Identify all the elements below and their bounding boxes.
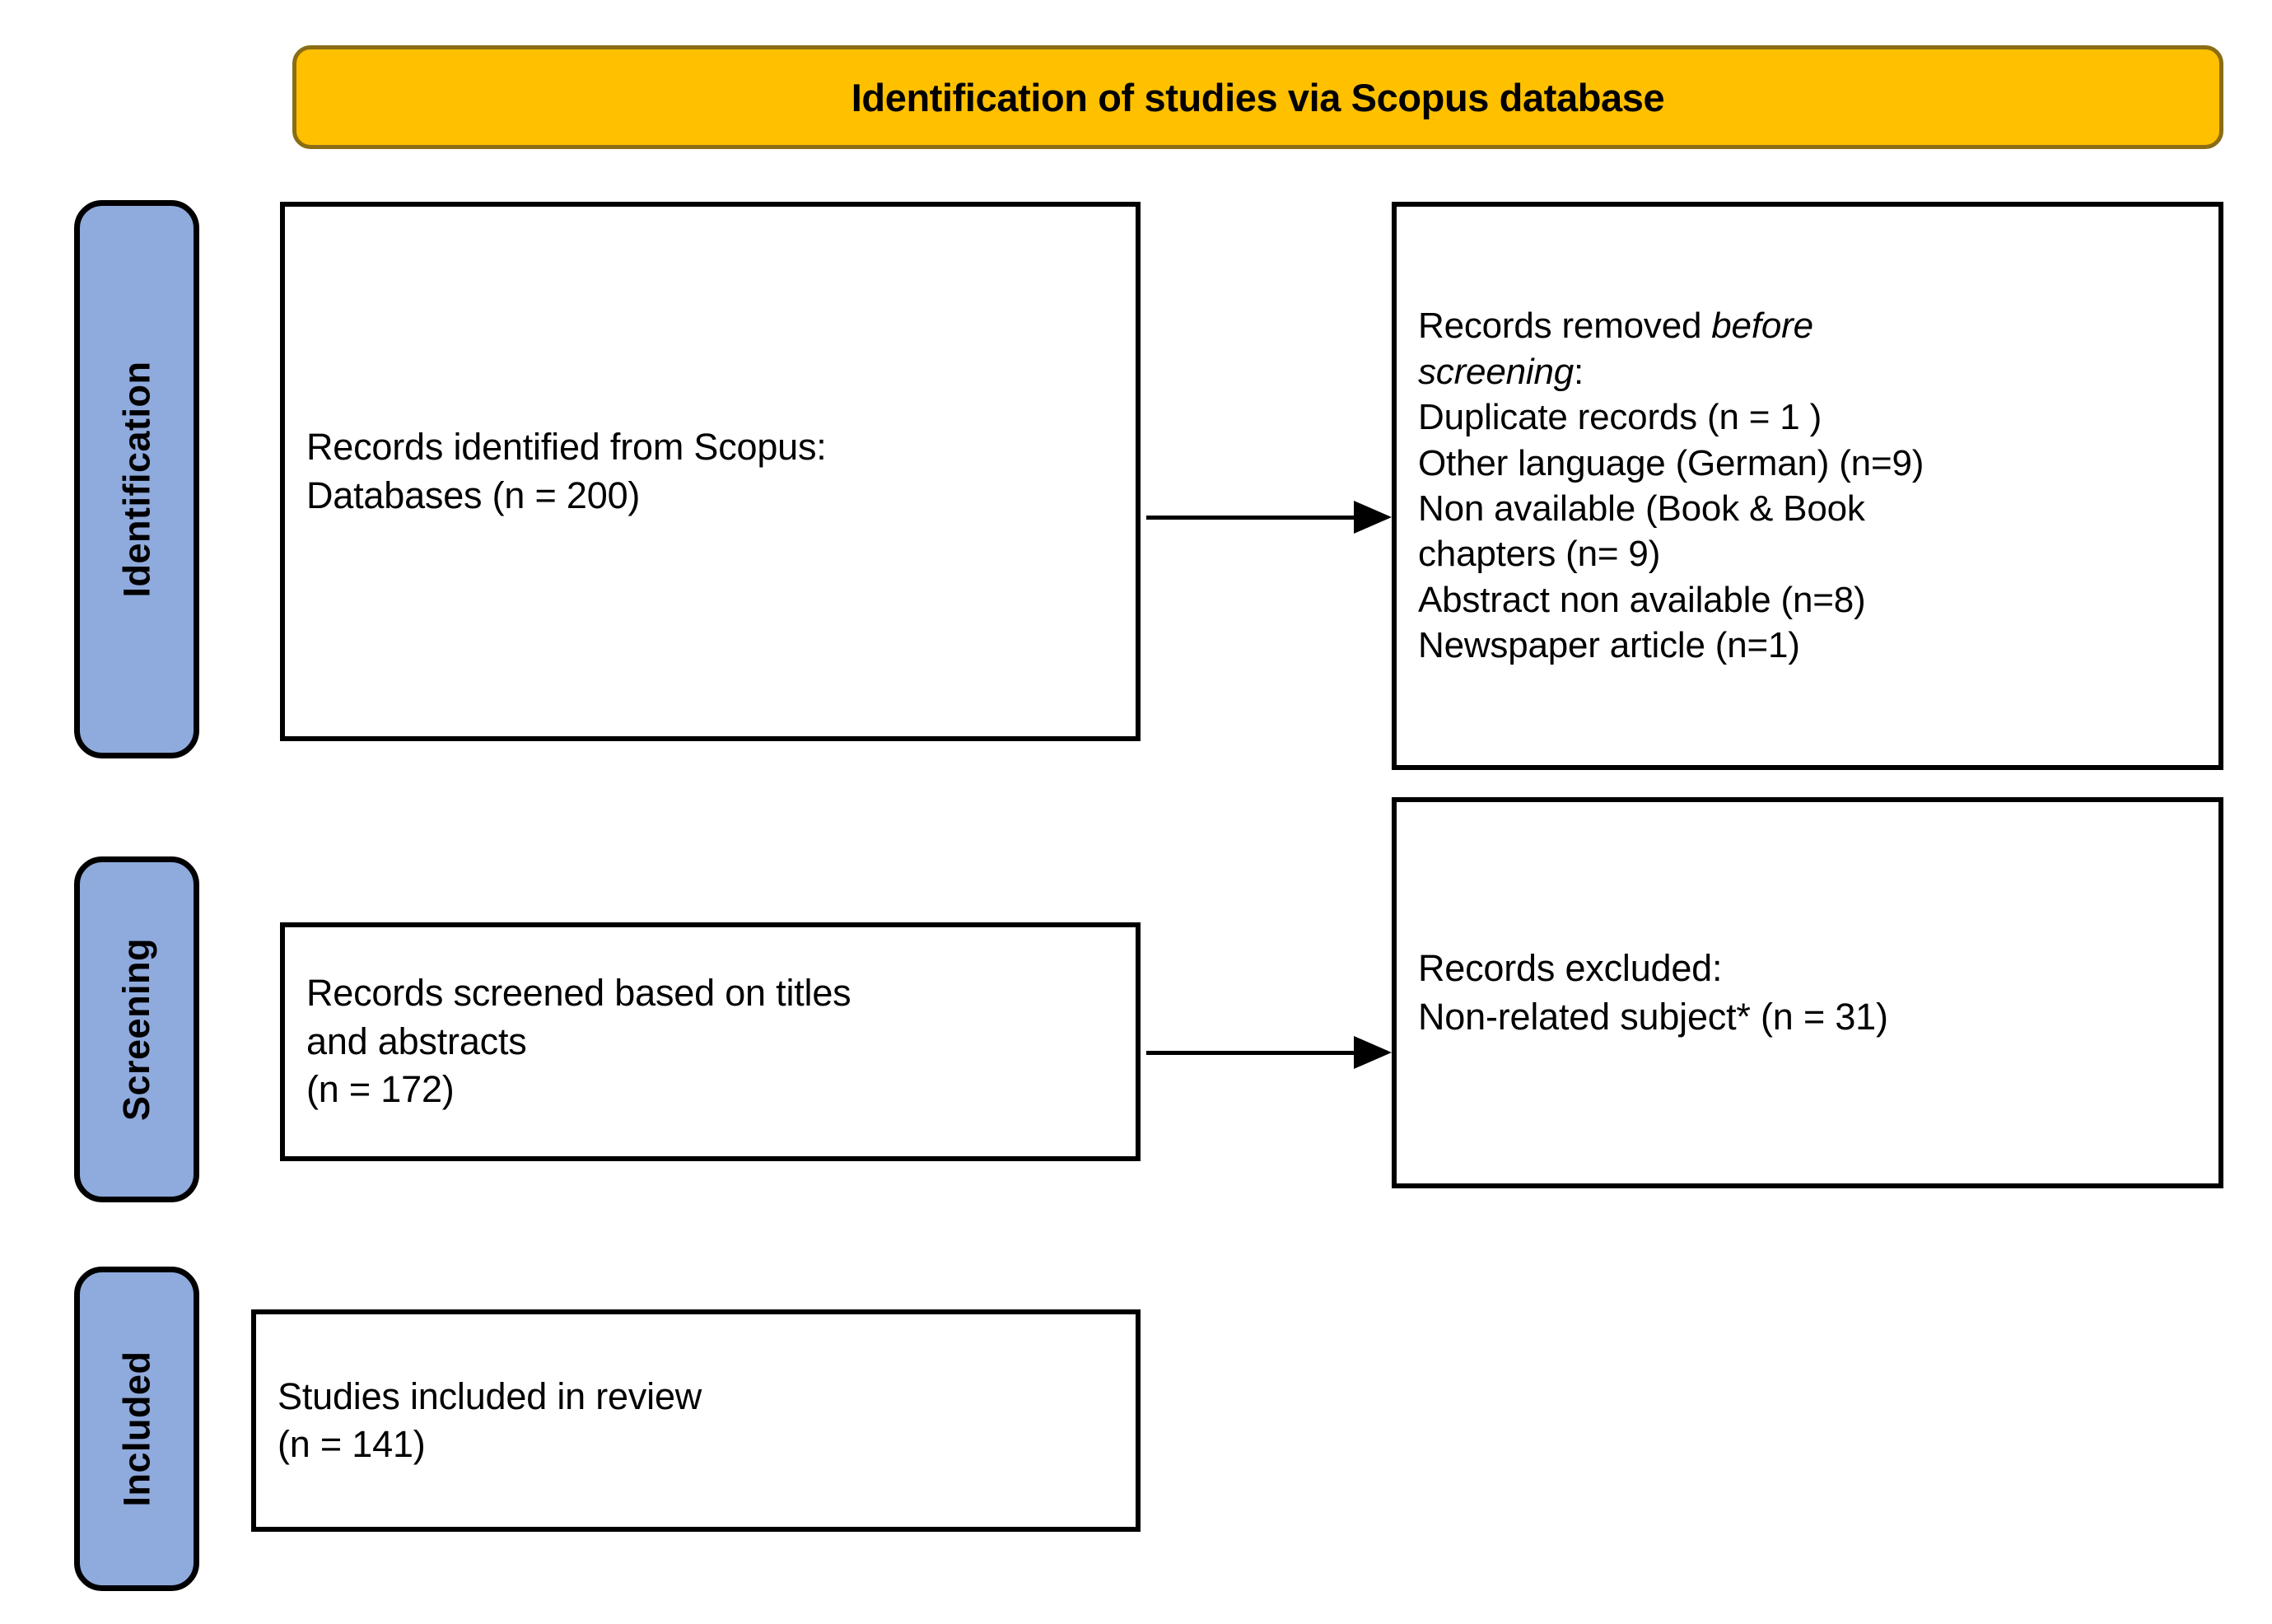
stage-label-screening: Screening: [74, 856, 199, 1202]
box-records-screened: Records screened based on titles and abs…: [280, 922, 1141, 1161]
records-screened-line-1: Records screened based on titles: [306, 972, 851, 1015]
records-removed-heading-line-2: screening:: [1418, 349, 2197, 394]
box-records-excluded-content: Records excluded: Non-related subject* (…: [1397, 945, 2218, 1041]
box-records-removed-content: Records removed before screening: Duplic…: [1397, 303, 2218, 669]
arrow-head-icon: [1354, 1036, 1392, 1069]
stage-label-included: Included: [74, 1267, 199, 1591]
arrow-right-screening: [1146, 1036, 1393, 1069]
records-removed-line-3: Non available (Book & Book: [1418, 488, 1865, 529]
studies-included-line-2: (n = 141): [278, 1423, 426, 1465]
records-screened-line-3: (n = 172): [306, 1068, 455, 1111]
box-records-excluded: Records excluded: Non-related subject* (…: [1392, 797, 2223, 1188]
records-identified-line-2: Databases (n = 200): [306, 474, 641, 516]
stage-label-identification-text: Identification: [115, 361, 157, 598]
box-records-identified: Records identified from Scopus: Database…: [280, 202, 1141, 741]
arrow-shaft: [1146, 516, 1357, 520]
box-records-removed: Records removed before screening: Duplic…: [1392, 202, 2223, 770]
studies-included-line-1: Studies included in review: [278, 1374, 702, 1417]
records-removed-line-5: Abstract non available (n=8): [1418, 579, 1866, 620]
arrow-shaft: [1146, 1051, 1357, 1055]
records-removed-heading-italic-2: screening: [1418, 351, 1574, 392]
stage-label-identification: Identification: [74, 200, 199, 758]
records-removed-heading-suffix: :: [1573, 351, 1584, 392]
records-removed-line-1: Duplicate records (n = 1 ): [1418, 397, 1822, 438]
records-removed-heading-line-1: Records removed before: [1418, 303, 2197, 348]
banner-title: Identification of studies via Scopus dat…: [851, 75, 1665, 119]
box-studies-included: Studies included in review (n = 141): [251, 1309, 1141, 1532]
box-studies-included-content: Studies included in review (n = 141): [256, 1373, 1136, 1469]
stage-label-screening-text: Screening: [115, 937, 158, 1122]
records-excluded-line-1: Records excluded:: [1418, 947, 1723, 989]
records-screened-line-2: and abstracts: [306, 1020, 527, 1062]
box-records-screened-content: Records screened based on titles and abs…: [285, 969, 1136, 1114]
records-removed-heading-italic-1: before: [1711, 306, 1813, 347]
records-excluded-line-2: Non-related subject* (n = 31): [1418, 995, 1888, 1038]
arrow-head-icon: [1354, 501, 1392, 534]
header-banner: Identification of studies via Scopus dat…: [292, 45, 2223, 149]
records-removed-line-2: Other language (German) (n=9): [1418, 442, 1924, 483]
stage-label-included-text: Included: [115, 1351, 158, 1507]
records-removed-heading-prefix: Records removed: [1418, 306, 1712, 347]
records-identified-line-1: Records identified from Scopus:: [306, 426, 827, 468]
records-removed-line-6: Newspaper article (n=1): [1418, 625, 1800, 666]
box-records-identified-content: Records identified from Scopus: Database…: [285, 423, 1136, 520]
arrow-right-identification: [1146, 501, 1393, 534]
records-removed-line-4: chapters (n= 9): [1418, 534, 1661, 575]
